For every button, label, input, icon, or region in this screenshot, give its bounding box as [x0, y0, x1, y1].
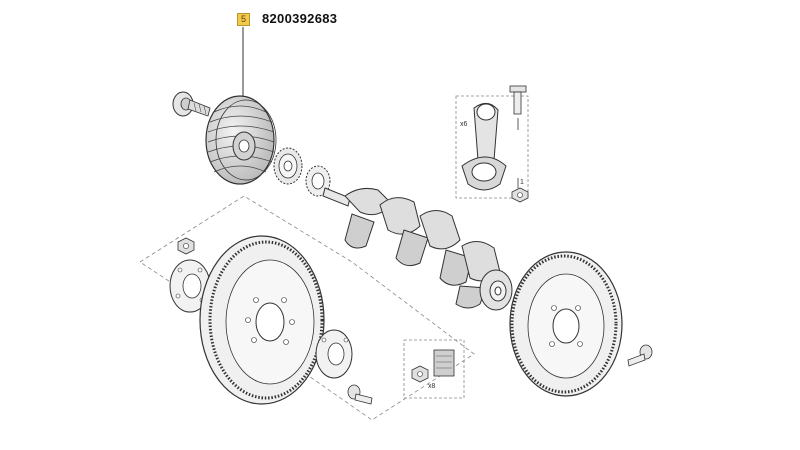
flywheel-bolt: [347, 384, 373, 405]
flywheel-bolt-right: [627, 344, 653, 367]
spacer-plate-left: [169, 259, 211, 313]
timing-sprocket: [273, 147, 303, 185]
bolt-quantity-label: 1: [520, 179, 524, 186]
flywheel: [199, 235, 325, 405]
rod-quantity-label: x6: [460, 121, 468, 128]
crankshaft: [322, 187, 513, 311]
rod-bolt: [509, 85, 527, 115]
assembly-frame: [139, 195, 475, 421]
crankshaft-pulley: [205, 95, 277, 185]
rod-nut: [511, 187, 529, 203]
pulley-bolt: [172, 91, 211, 117]
flywheel-alternative: [509, 251, 623, 397]
bolt-kit-inset: [403, 339, 465, 399]
flywheel-nut: [177, 237, 195, 255]
nut-quantity-label: x8: [428, 383, 436, 390]
part-number-label: 8200392683: [262, 11, 338, 26]
connecting-rod-inset: [455, 95, 529, 199]
callout-number-box: 5: [237, 13, 250, 26]
reluctor-ring: [305, 165, 331, 197]
spacer-plate-right: [315, 329, 353, 379]
